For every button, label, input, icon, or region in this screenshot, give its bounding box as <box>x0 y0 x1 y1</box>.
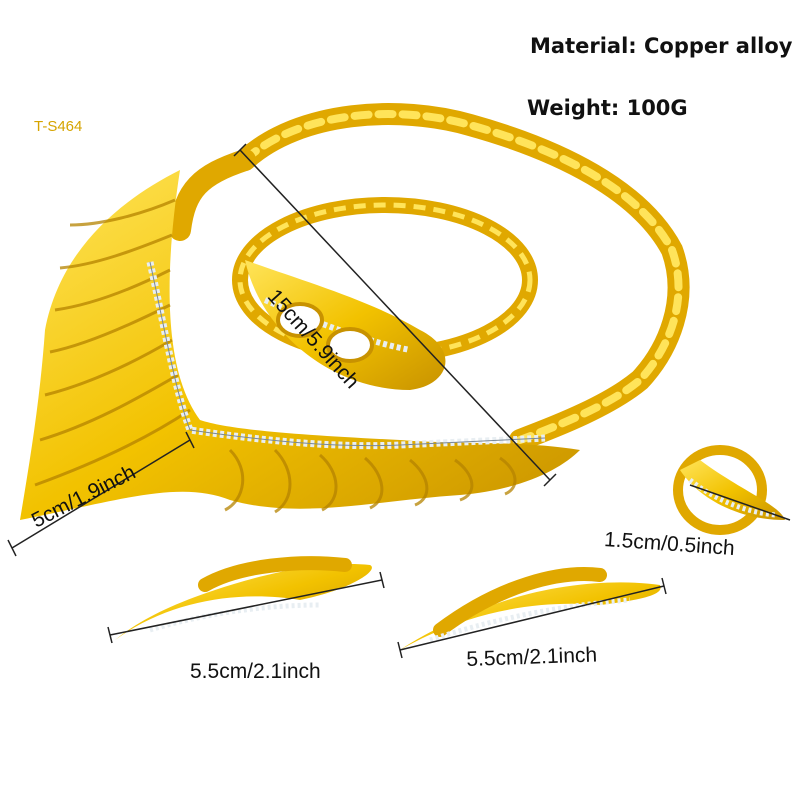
material-label: Material: Copper alloy <box>530 34 793 58</box>
necklace <box>20 103 690 520</box>
earring-right <box>400 567 661 650</box>
ring <box>673 445 785 535</box>
weight-label: Weight: 100G <box>527 96 688 120</box>
bracelet <box>232 197 538 390</box>
earring-right-dimension-label: 5.5cm/2.1inch <box>466 643 598 671</box>
earring-left <box>115 556 372 640</box>
earring-left-dimension-label: 5.5cm/2.1inch <box>190 660 321 683</box>
sku-label: T-S464 <box>34 118 83 135</box>
dimension-lines <box>7 143 791 659</box>
